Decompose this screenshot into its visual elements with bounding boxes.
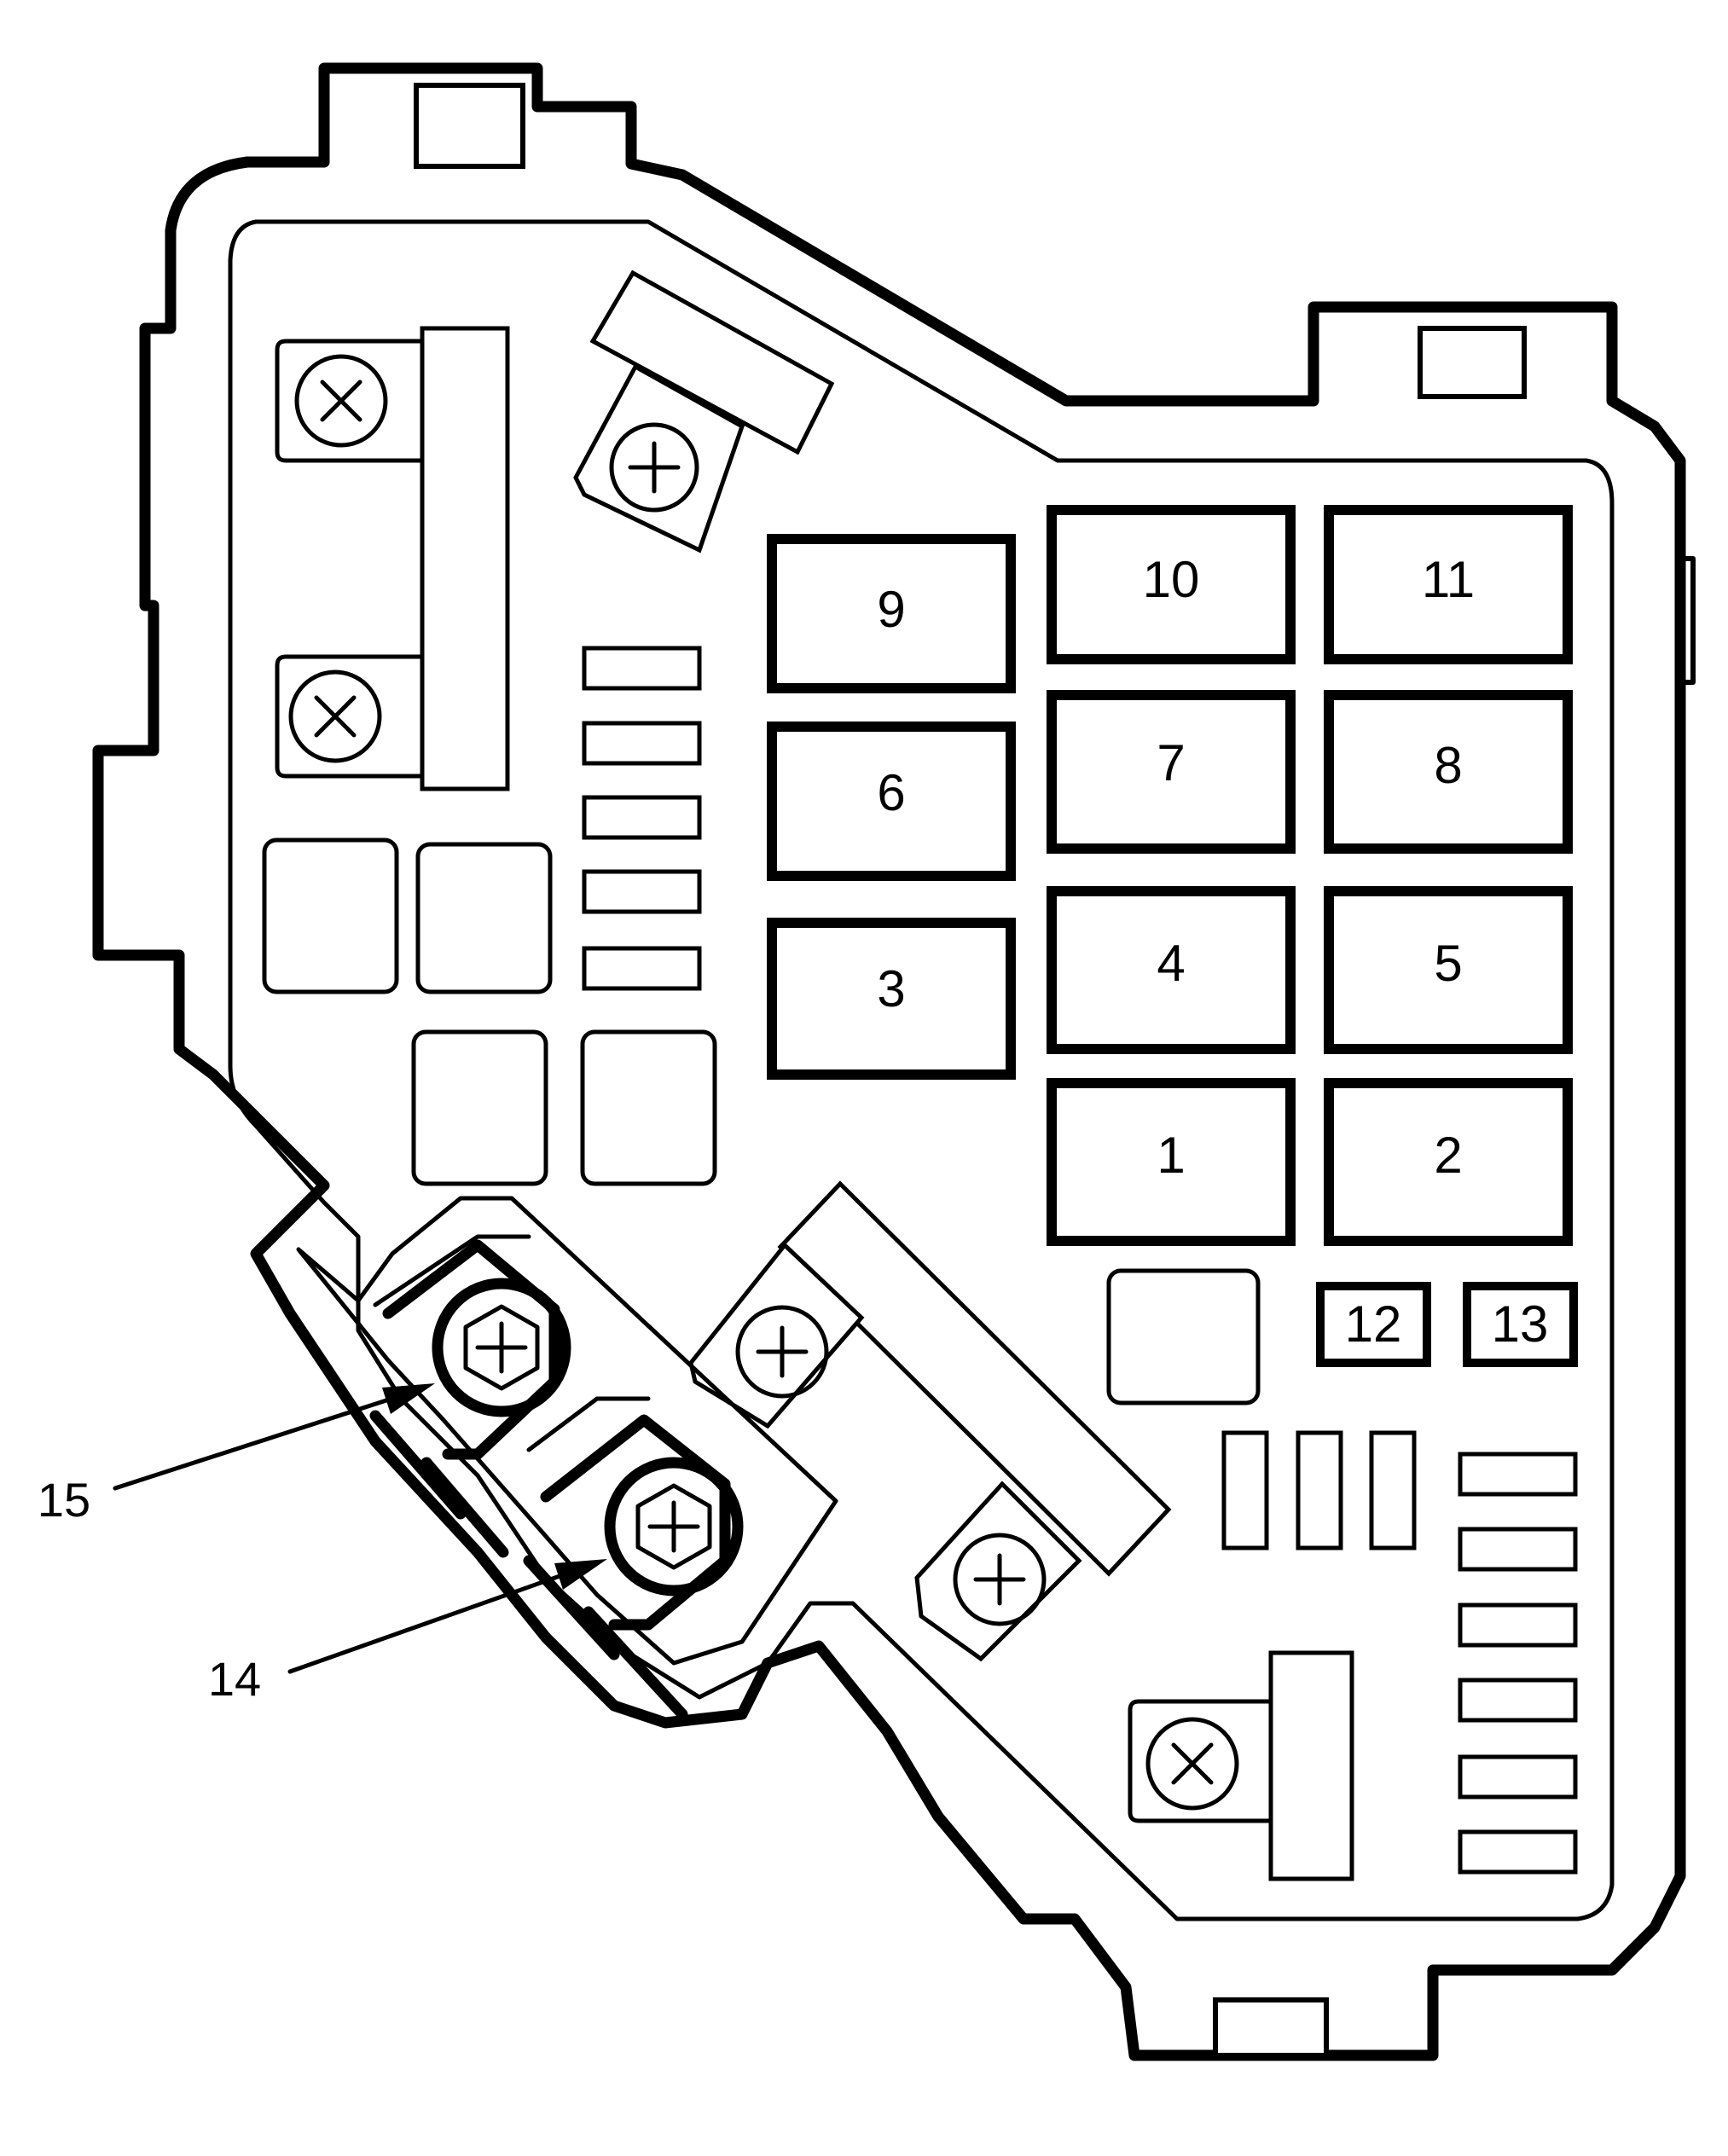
upper-left-bracket [275,326,510,791]
terminal-14-nut [604,1457,744,1597]
fuse-2: 2 [1324,1078,1573,1246]
fuse-5: 5 [1324,886,1573,1054]
svg-text:13: 13 [1492,1295,1549,1353]
fuse-13: 13 [1463,1282,1578,1367]
terminal-15-nut [432,1278,571,1417]
svg-text:8: 8 [1434,737,1462,794]
svg-text:2: 2 [1434,1127,1462,1184]
fuse-12: 12 [1316,1282,1431,1367]
fuse-3: 3 [767,918,1016,1080]
fuse-9: 9 [767,534,1016,693]
screw-icon [294,354,388,448]
svg-text:3: 3 [877,960,905,1017]
screw-icon [288,669,382,763]
screw-icon [609,422,699,513]
svg-text:1: 1 [1157,1127,1185,1184]
fuse-7: 7 [1047,690,1296,854]
svg-text:15: 15 [38,1473,90,1527]
svg-text:4: 4 [1157,935,1185,992]
top-angled-bracket [573,270,835,553]
relay-sockets [262,837,1261,1405]
svg-text:5: 5 [1434,935,1462,992]
lower-right-bracket [1128,1650,1354,1881]
svg-text:12: 12 [1345,1295,1402,1353]
fuse-8: 8 [1324,690,1573,854]
mini-fuse-slots-left [582,646,702,991]
fuse-box-housing [92,62,1696,2061]
fuse-10: 10 [1047,505,1296,664]
fuse-1: 1 [1047,1078,1296,1246]
svg-text:6: 6 [877,764,905,821]
diagonal-bus-bar [688,1180,1172,1662]
mini-fuse-slots-right [1458,1452,1578,1875]
screw-icon [735,1305,829,1399]
mini-fuse-slots-vertical [1221,1430,1417,1550]
fuse-11: 11 [1324,505,1573,664]
screw-icon [953,1533,1047,1626]
svg-text:9: 9 [877,581,905,638]
terminal-block [296,1196,838,1720]
svg-text:11: 11 [1422,551,1475,608]
callout-15: 15 [38,1383,435,1527]
fuse-6: 6 [767,722,1016,881]
fuse-4: 4 [1047,886,1296,1054]
svg-text:10: 10 [1143,551,1200,608]
svg-text:14: 14 [208,1652,261,1706]
callout-14: 14 [208,1559,607,1706]
screw-icon [1145,1717,1239,1811]
svg-text:7: 7 [1157,734,1185,791]
